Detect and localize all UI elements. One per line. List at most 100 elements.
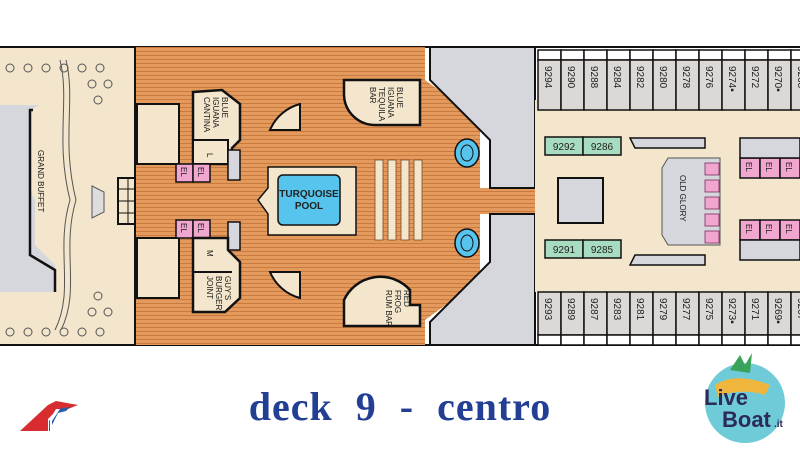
suite-9291: 9291: [544, 239, 584, 259]
cabin-number: 9279: [657, 298, 668, 321]
room: [136, 237, 180, 299]
suite-number: 9286: [591, 142, 614, 153]
blue-iguana-tequila-bar: [342, 78, 422, 127]
cabin-number: 9272: [749, 66, 760, 89]
cabin-9279: 9279: [652, 291, 677, 346]
svg-text:EL: EL: [744, 162, 753, 172]
cantina-label-1: BLUE: [220, 97, 229, 118]
cabin-9281: 9281: [629, 291, 654, 346]
carnival-logo: [18, 395, 78, 435]
svg-text:TURQUOISE: TURQUOISE: [279, 189, 339, 200]
elevators-bottom: EL EL: [175, 219, 211, 239]
elevators-aft: EL EL EL EL EL EL: [739, 137, 800, 261]
svg-text:EL: EL: [784, 224, 793, 234]
grand-buffet-label: GRAND BUFFET: [36, 150, 45, 212]
room: [136, 103, 180, 165]
cabin-9289: 9289: [560, 291, 585, 346]
elevators-top: EL EL: [175, 163, 211, 183]
cabin-9290: 9290: [560, 49, 585, 111]
mens-label: M: [205, 250, 214, 257]
cabin-9280: 9280: [652, 49, 677, 111]
turquoise-pool: TURQUOISE POOL: [257, 166, 357, 236]
cabin-9274: 9274▪: [721, 49, 746, 111]
suite-number: 9292: [553, 142, 576, 153]
cabin-9287: 9287: [583, 291, 608, 346]
svg-text:RUM BAR: RUM BAR: [384, 290, 393, 327]
svg-text:BAR: BAR: [368, 87, 377, 104]
suite-9285: 9285: [582, 239, 622, 259]
burger-label-1: GUY'S: [223, 276, 232, 300]
svg-text:EL: EL: [744, 224, 753, 234]
cabin-9270: 9270▪: [767, 49, 792, 111]
cabin-number: 9278: [680, 66, 691, 89]
cabin-9278: 9278: [675, 49, 700, 111]
cabin-9276: 9276: [698, 49, 723, 111]
whirlpool-top: [454, 138, 480, 168]
cabin-9269: 9269▪: [767, 291, 792, 346]
svg-text:EL: EL: [179, 223, 188, 233]
ladies-restroom: [192, 139, 229, 165]
cabin-9268: 9268: [790, 49, 800, 111]
ladies-label: L: [205, 153, 214, 158]
cabin-number: 9282: [634, 66, 645, 89]
deck-plan: GRAND BUFFET BLUE IGUANA CANTINA L EL EL…: [0, 46, 800, 346]
suite-number: 9291: [553, 245, 576, 256]
svg-text:RED: RED: [402, 290, 411, 307]
svg-text:EL: EL: [196, 223, 205, 233]
cabin-number: 9287: [588, 298, 599, 321]
svg-text:EL: EL: [196, 167, 205, 177]
burger-label-2: BURGER: [214, 276, 223, 310]
cabin-number: 9270▪: [772, 66, 783, 92]
svg-text:IGUANA: IGUANA: [386, 87, 395, 118]
cabin-number: 9267: [795, 298, 800, 321]
svg-text:TEQUILA: TEQUILA: [377, 87, 386, 122]
svg-text:EL: EL: [784, 162, 793, 172]
cabin-number: 9277: [680, 298, 691, 321]
carnival-funnel-icon: [20, 401, 78, 431]
cabin-number: 9271: [749, 298, 760, 321]
grand-buffet-area: [0, 105, 55, 292]
svg-text:EL: EL: [179, 167, 188, 177]
svg-text:BLUE: BLUE: [395, 87, 404, 108]
old-glory-lounge: OLD GLORY: [661, 157, 721, 246]
table-icons: [5, 63, 113, 337]
cabin-number: 9284: [611, 66, 622, 89]
cabin-number: 9275: [703, 298, 714, 321]
grey-block-bottom: [429, 213, 536, 346]
suite-9286: 9286: [582, 136, 622, 156]
cabin-9288: 9288: [583, 49, 608, 111]
suite-9292: 9292: [544, 136, 584, 156]
cabin-9267: 9267: [790, 291, 800, 346]
grey-block-top: [429, 46, 536, 189]
cabin-9275: 9275: [698, 291, 723, 346]
cabin-number: 9281: [634, 298, 645, 321]
cabin-9293: 9293: [537, 291, 562, 346]
cabin-number: 9289: [565, 298, 576, 321]
cantina-label-2: IGUANA: [211, 97, 220, 128]
cabin-number: 9274▪: [726, 66, 737, 92]
suite-number: 9285: [591, 245, 614, 256]
loungers: [374, 159, 423, 241]
cabin-9282: 9282: [629, 49, 654, 111]
cabin-number: 9273▪: [726, 298, 737, 324]
whirlpool-bottom: [454, 228, 480, 258]
cabin-number: 9269▪: [772, 298, 783, 324]
cabin-9277: 9277: [675, 291, 700, 346]
svg-text:POOL: POOL: [295, 201, 323, 212]
cabin-9273: 9273▪: [721, 291, 746, 346]
suites: 9292 9286 9291 9285: [544, 136, 622, 259]
cabin-9272: 9272: [744, 49, 769, 111]
cabin-number: 9290: [565, 66, 576, 89]
cabin-number: 9288: [588, 66, 599, 89]
liveboat-suffix-text: .it: [774, 419, 784, 430]
burger-label-3: JOINT: [205, 276, 214, 299]
cabin-number: 9268: [795, 66, 800, 89]
svg-text:EL: EL: [764, 162, 773, 172]
cabin-number: 9283: [611, 298, 622, 321]
svg-text:EL: EL: [764, 224, 773, 234]
svg-text:FROG: FROG: [393, 290, 402, 313]
guys-burger-joint: [191, 236, 242, 314]
cantina-label-3: CANTINA: [202, 97, 211, 133]
cabin-9271: 9271: [744, 291, 769, 346]
